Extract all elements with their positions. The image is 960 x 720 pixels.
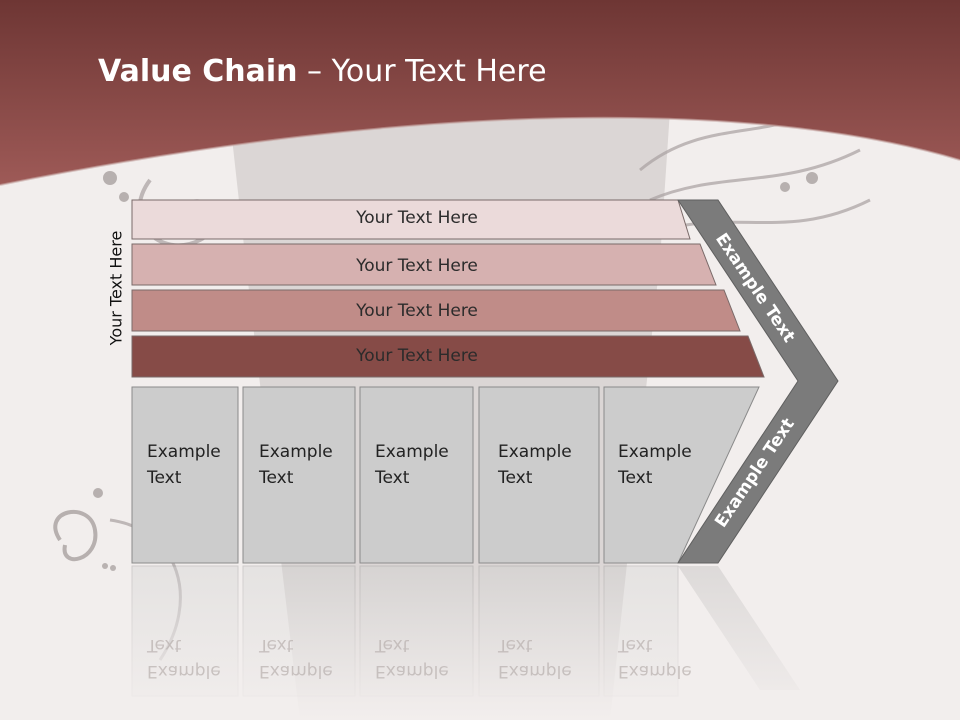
row-label-2: Your Text Here — [356, 256, 478, 276]
box-label-2-line2: Text — [259, 468, 294, 488]
title-bold: Value Chain — [98, 54, 298, 89]
box-group — [131, 386, 760, 564]
page-title: Value Chain – Your Text Here — [98, 54, 547, 89]
row-label-1: Your Text Here — [356, 208, 478, 228]
row-bar-1 — [131, 199, 691, 240]
box-label-4-line1: Example — [498, 442, 572, 462]
side-label: Your Text Here — [106, 230, 126, 346]
box-label-3-line1: Example — [375, 442, 449, 462]
title-rest: – Your Text Here — [297, 54, 547, 89]
box-label-1-line2: Text — [147, 468, 182, 488]
box-label-5-line1: Example — [618, 442, 692, 462]
row-bar-2 — [131, 243, 717, 286]
box-label-5-line2: Text — [618, 468, 653, 488]
box-label-1-line1: Example — [147, 442, 221, 462]
row-bar-4 — [131, 335, 765, 378]
row-bars — [131, 199, 765, 378]
header-band — [0, 0, 960, 185]
box-label-4-line2: Text — [498, 468, 533, 488]
box-label-3-line2: Text — [375, 468, 410, 488]
row-label-4: Your Text Here — [356, 346, 478, 366]
row-label-3: Your Text Here — [356, 301, 478, 321]
box-label-2-line1: Example — [259, 442, 333, 462]
row-bar-3 — [131, 289, 741, 332]
